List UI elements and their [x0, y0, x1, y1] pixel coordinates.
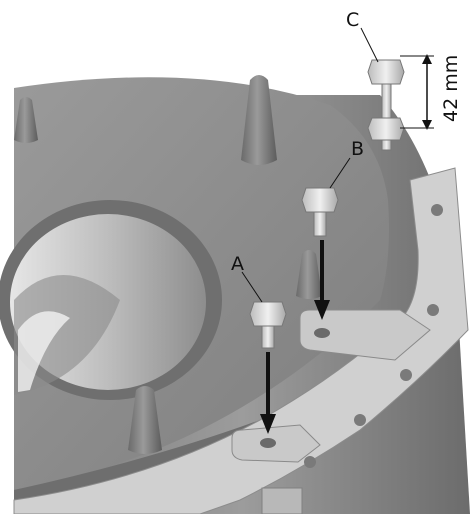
impeller-shadow	[14, 275, 120, 395]
ring-hole-4	[354, 414, 366, 426]
bolt-b-head	[301, 187, 339, 213]
callout-c-leader	[360, 27, 379, 63]
stud-middle	[296, 250, 322, 299]
stud-top	[241, 75, 277, 165]
bracket-tab-lower	[231, 424, 321, 463]
bolt-a-shank	[261, 325, 275, 349]
bolt-a-head	[249, 301, 287, 327]
callout-c: C	[346, 9, 359, 31]
callout-a-leader	[241, 271, 263, 303]
stud-left	[14, 97, 38, 143]
mount-hole-upper	[314, 328, 330, 338]
dimension-label: 42 mm	[440, 55, 462, 122]
bracket-ring	[13, 167, 469, 514]
locating-studs	[14, 75, 322, 454]
ring-hole-1	[431, 204, 443, 216]
arrow-a-head	[260, 414, 276, 434]
ring-hole-2	[427, 304, 439, 316]
bolt-c-nut	[367, 117, 405, 141]
stud-bottom	[128, 386, 162, 454]
callout-b-leader	[329, 157, 351, 189]
bolt-c-head	[367, 59, 405, 85]
ring-hole-3	[400, 369, 412, 381]
ring-hole-5	[304, 456, 316, 468]
dimension-arrow-bottom	[422, 120, 432, 130]
bracket-tab-upper	[299, 309, 431, 361]
bolt-b-shank	[313, 211, 327, 237]
callout-b: B	[351, 138, 364, 160]
arrow-b-head	[314, 300, 330, 320]
housing-lower-band	[14, 340, 420, 514]
bolt-c-assembly: 42 mm C	[346, 9, 462, 151]
bolt-b-assembly: B	[301, 138, 364, 320]
impeller-vane	[18, 311, 70, 392]
dimension-arrow-top	[422, 54, 432, 64]
mount-hole-lower	[260, 438, 276, 448]
callout-a: A	[231, 253, 244, 275]
housing	[0, 77, 470, 514]
bracket-foot	[261, 487, 303, 514]
bolt-a-assembly: A	[231, 253, 287, 434]
